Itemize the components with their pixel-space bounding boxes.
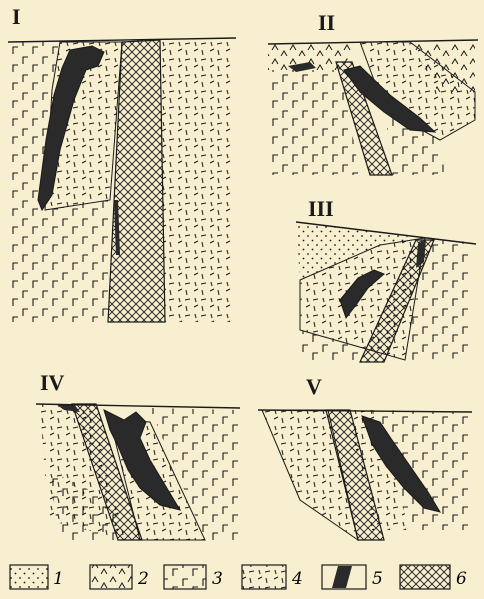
legend-swatch-dots <box>10 565 48 589</box>
legend-swatch-gamma <box>164 565 206 589</box>
legend-swatch-crosshatch <box>400 565 450 589</box>
legend-item-6: 6 <box>400 565 467 589</box>
legend-num-5: 5 <box>372 569 383 589</box>
legend-item-4: 4 <box>242 565 303 589</box>
section-III <box>296 222 476 362</box>
legend-num-2: 2 <box>137 569 149 589</box>
section-V <box>258 410 472 540</box>
legend-item-5: 5 <box>322 565 383 589</box>
legend-item-3: 3 <box>164 565 223 589</box>
legend-item-1: 1 <box>10 565 64 589</box>
section-II <box>268 40 478 175</box>
legend-num-4: 4 <box>291 569 303 589</box>
section-I-dashes-right <box>160 40 232 322</box>
legend-num-1: 1 <box>53 569 64 589</box>
legend-num-3: 3 <box>212 569 223 589</box>
legend-swatch-dashes <box>242 565 286 589</box>
legend: 1 2 3 4 5 6 <box>10 565 467 589</box>
legend-swatch-carets <box>90 565 132 589</box>
section-I <box>8 38 236 322</box>
section-IV <box>36 404 240 540</box>
legend-num-6: 6 <box>456 569 467 589</box>
legend-item-2: 2 <box>90 565 149 589</box>
